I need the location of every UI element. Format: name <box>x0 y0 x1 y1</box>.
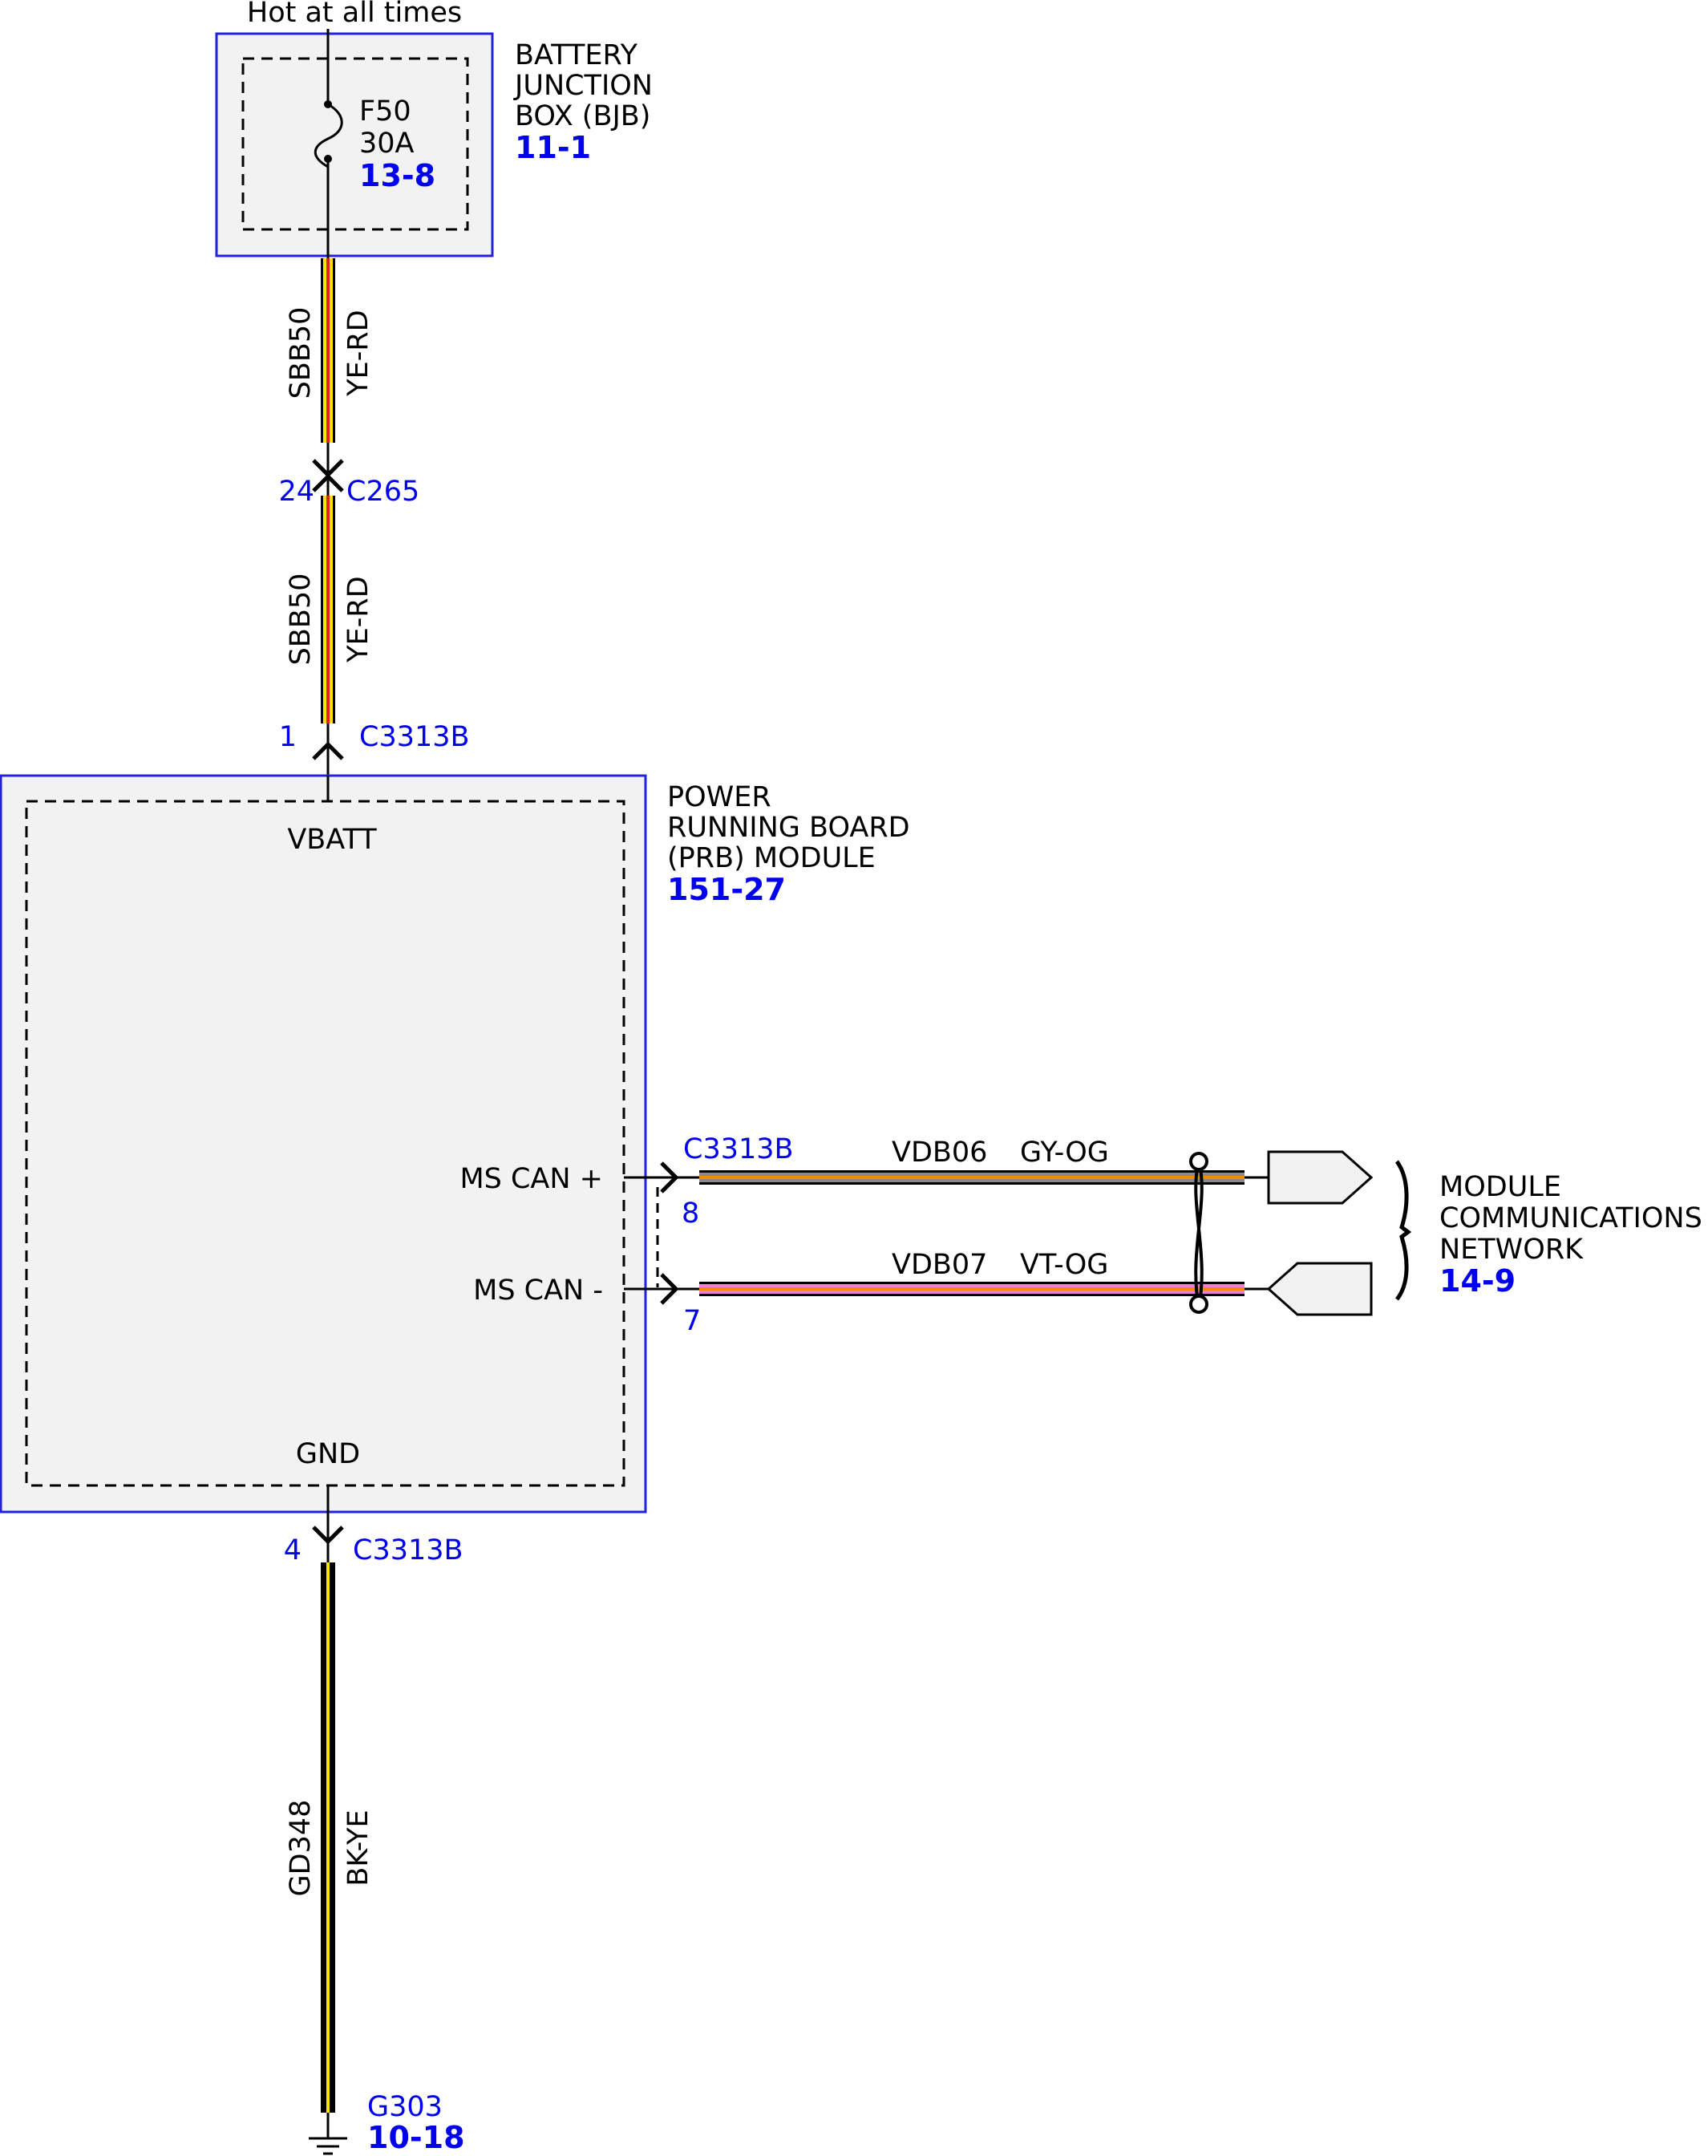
wire-sbb50-lower-color: YE-RD <box>342 576 374 663</box>
wire-vdb07-orange-stripe <box>699 1287 1245 1291</box>
ground-point-name: G303 <box>367 2091 443 2123</box>
network-name-line-3: NETWORK <box>1439 1234 1584 1266</box>
bjb-name-line-3: BOX (BJB) <box>515 100 650 132</box>
bjb-inner-dashed-box <box>241 57 469 231</box>
vbatt-connector-name: C3313B <box>359 721 470 753</box>
network-name-line-1: MODULE <box>1439 1171 1561 1203</box>
wire-vdb06-circuit: VDB06 <box>892 1137 987 1169</box>
wire-gd348-yellow-stripe <box>326 1562 330 2113</box>
network-name-line-2: COMMUNICATIONS <box>1439 1202 1702 1234</box>
fuse-page-ref: 13-8 <box>359 158 435 193</box>
vbatt-pin-label: 1 <box>279 721 297 753</box>
bjb-name-line-1: BATTERY <box>515 39 638 71</box>
prb-pin-can-plus-label: MS CAN + <box>459 1163 603 1195</box>
can-plus-output-arrow <box>1267 1150 1374 1205</box>
gnd-pin-label: 4 <box>284 1534 302 1566</box>
twisted-pair-bottom-loop <box>1189 1295 1208 1314</box>
wire-vdb07-color: VT-OG <box>1020 1249 1108 1281</box>
prb-name-line-2: RUNNING BOARD <box>667 812 910 844</box>
can-plus-connector-name: C3313B <box>683 1133 794 1165</box>
bjb-page-ref: 11-1 <box>515 130 591 165</box>
prb-pin-vbatt-label: VBATT <box>287 824 377 856</box>
ground-point-page-ref: 10-18 <box>367 2120 465 2155</box>
prb-name-line-1: POWER <box>667 781 771 813</box>
prb-page-ref: 151-27 <box>667 872 786 907</box>
can-plus-pin-label: 8 <box>682 1198 699 1230</box>
prb-module-box <box>0 774 647 1514</box>
prb-module-inner-dashed-box <box>25 800 625 1487</box>
wire-sbb50-lower-circuit: SBB50 <box>285 573 317 666</box>
wire-sbb50-upper-color: YE-RD <box>342 310 374 396</box>
hot-at-all-times-label: Hot at all times <box>247 0 462 29</box>
c265-connector-name: C265 <box>346 476 419 508</box>
wire-gd348-circuit: GD348 <box>285 1800 317 1897</box>
wire-vdb06-orange-stripe <box>699 1176 1245 1179</box>
twisted-pair-symbol <box>1194 1159 1204 1308</box>
c265-connector-symbol-bottom <box>312 473 344 492</box>
c265-pin-label: 24 <box>278 476 314 508</box>
wire-sbb50-upper-red-stripe <box>326 258 330 443</box>
prb-pin-can-minus-label: MS CAN - <box>473 1275 603 1307</box>
wire-gd348-color: BK-YE <box>342 1810 374 1886</box>
fuse-terminal-top <box>324 100 332 108</box>
wire-vdb07-circuit: VDB07 <box>892 1249 987 1281</box>
bjb-box <box>215 32 494 257</box>
fuse-symbol <box>314 103 343 168</box>
network-brace <box>1394 1160 1412 1301</box>
wire-sbb50-lower-red-stripe <box>326 496 330 723</box>
prb-name-line-3: (PRB) MODULE <box>667 842 876 874</box>
gnd-connector-symbol <box>312 1526 344 1545</box>
gnd-connector-name: C3313B <box>353 1534 463 1566</box>
wire-vdb06-color: GY-OG <box>1020 1137 1109 1169</box>
prb-pin-gnd-label: GND <box>296 1438 360 1470</box>
network-page-ref: 14-9 <box>1439 1263 1516 1299</box>
wire-sbb50-upper-circuit: SBB50 <box>285 307 317 399</box>
vbatt-connector-symbol <box>312 741 344 760</box>
bjb-name-line-2: JUNCTION <box>513 70 653 102</box>
fuse-id-label: F50 <box>359 95 411 128</box>
can-minus-input-arrow <box>1266 1262 1373 1316</box>
twisted-pair-top-loop <box>1189 1152 1208 1171</box>
fuse-rating-label: 30A <box>359 128 415 160</box>
can-minus-pin-label: 7 <box>683 1305 701 1337</box>
